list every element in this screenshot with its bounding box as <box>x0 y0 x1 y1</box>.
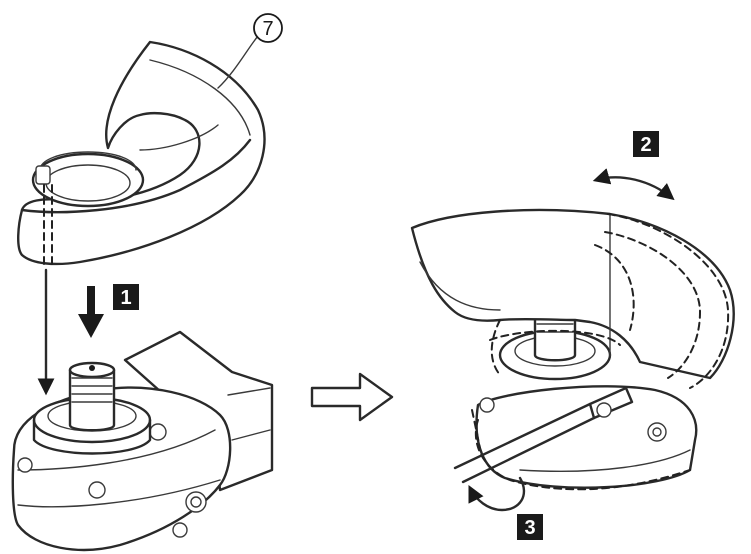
right-arrow-icon <box>310 372 394 422</box>
screwdriver-icon <box>453 386 634 484</box>
angle-grinder-icon <box>11 330 274 552</box>
part-number-label: 7 <box>262 18 273 40</box>
alignment-guide <box>37 184 55 396</box>
step-3-label: 3 <box>524 517 535 539</box>
step-2-label: 2 <box>640 134 651 156</box>
wheel-guard-icon <box>410 208 735 380</box>
double-arrow-icon <box>592 168 675 201</box>
wheel-guard-icon <box>17 35 266 266</box>
step-3-badge: 3 <box>517 514 543 540</box>
curved-arrow-icon <box>468 476 526 512</box>
step-1-badge: 1 <box>113 284 139 310</box>
down-arrow-icon <box>78 286 104 338</box>
step-1-label: 1 <box>120 287 131 309</box>
guard-rotation-outline <box>471 213 730 491</box>
part-callout: 7 <box>253 13 283 43</box>
step-2-badge: 2 <box>633 131 659 157</box>
